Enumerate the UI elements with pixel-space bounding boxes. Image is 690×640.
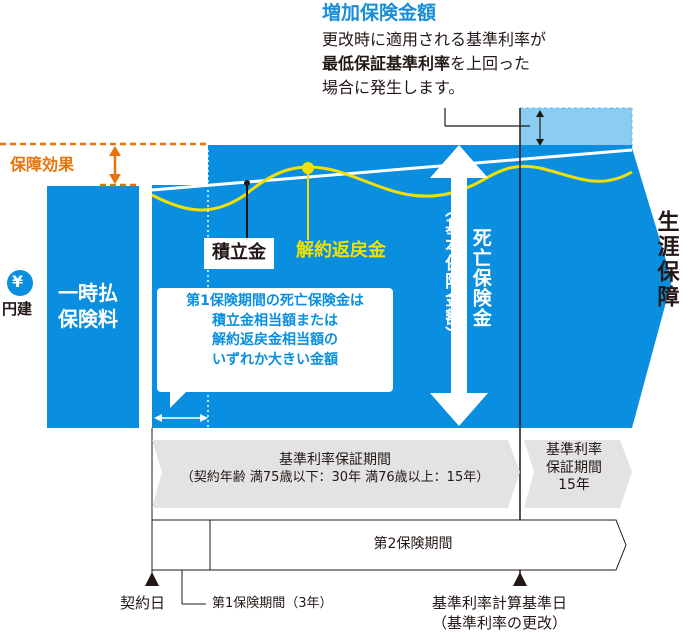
calc-date-line2: （基準利率の更改） bbox=[432, 613, 568, 632]
increase-desc-line3: 場合に発生します。 bbox=[322, 78, 465, 97]
lump-sum-line2: 保険料 bbox=[58, 307, 118, 331]
lump-sum-label: 一時払 保険料 bbox=[58, 280, 118, 332]
accumulation-label: 積立金 bbox=[204, 238, 274, 269]
protection-effect-label: 保障効果 bbox=[10, 155, 75, 174]
first-period-arrow-left bbox=[154, 414, 162, 422]
period2-line1: 基準利率 bbox=[546, 442, 602, 458]
contract-day-label: 契約日 bbox=[120, 594, 166, 612]
increase-desc-bold: 最低保証基準利率 bbox=[322, 54, 451, 73]
period1-text: 基準利率保証期間 （契約年齢 満75歳以下：30年 満76歳以上：15年） bbox=[152, 452, 518, 486]
first-period-label: 第1保険期間（3年） bbox=[212, 596, 333, 611]
death-arrow-shaft bbox=[451, 170, 467, 410]
period1-line1: 基準利率保証期間 bbox=[279, 452, 391, 468]
calc-date-line1: 基準利率計算基準日 bbox=[432, 594, 568, 612]
calc-date-marker bbox=[513, 572, 527, 586]
accumulation-line bbox=[151, 148, 633, 192]
note-line4: いずれか大きい金額 bbox=[212, 351, 338, 368]
period2-line3: 15年 bbox=[558, 477, 590, 493]
period2-line2: 保証期間 bbox=[546, 459, 602, 476]
period1-line2: （契約年齢 満75歳以下：30年 満76歳以上：15年） bbox=[180, 469, 490, 485]
increase-desc-line2: 最低保証基準利率を上回った bbox=[322, 54, 530, 74]
period2-band bbox=[524, 440, 632, 508]
note-bubble bbox=[157, 288, 393, 392]
lump-sum-bar bbox=[47, 186, 139, 428]
note-line2: 積立金相当額または bbox=[212, 312, 338, 329]
protection-arrow-down bbox=[109, 174, 121, 184]
increase-area bbox=[520, 108, 632, 148]
contract-day-marker bbox=[145, 572, 159, 586]
death-benefit-sub: （基本保険金額） bbox=[441, 200, 462, 344]
note-bubble-tail bbox=[170, 392, 186, 408]
surrender-dot bbox=[302, 162, 314, 174]
increase-desc-rest: を上回った bbox=[450, 54, 531, 73]
protection-arrow-up bbox=[109, 146, 121, 156]
increase-title: 増加保険金額 bbox=[322, 2, 437, 24]
yen-circle bbox=[7, 270, 33, 296]
note-line1: 第1保険期間の死亡保険金は bbox=[186, 293, 364, 309]
death-arrow-up bbox=[430, 145, 488, 178]
surrender-label: 解約返戻金 bbox=[296, 240, 386, 261]
second-period-label: 第2保険期間 bbox=[373, 536, 453, 552]
first-period-arrow-right bbox=[200, 414, 208, 422]
note-line3: 解約返戻金相当額の bbox=[212, 332, 338, 349]
period2-text: 基準利率 保証期間 15年 bbox=[524, 442, 624, 495]
yen-label: 円建 bbox=[2, 300, 33, 318]
note-text: 第1保険期間の死亡保険金は 積立金相当額または 解約返戻金相当額の いずれか大き… bbox=[157, 292, 393, 370]
surrender-wave bbox=[151, 164, 633, 212]
lifetime-label: 生涯保障 bbox=[653, 210, 679, 310]
increase-arrow-down bbox=[536, 139, 544, 146]
first-period-band bbox=[151, 519, 211, 571]
calc-date-label: 基準利率計算基準日 （基準利率の更改） bbox=[432, 594, 567, 633]
increase-arrow-up bbox=[536, 110, 544, 117]
death-arrow-down bbox=[430, 393, 488, 426]
increase-desc-line1: 更改時に適用される基準利率が bbox=[322, 30, 547, 49]
period1-band bbox=[152, 440, 520, 508]
lump-sum-line1: 一時払 bbox=[58, 281, 118, 305]
yen-symbol: ¥ bbox=[12, 272, 24, 291]
death-benefit-label: 死亡保険金 bbox=[469, 228, 492, 328]
